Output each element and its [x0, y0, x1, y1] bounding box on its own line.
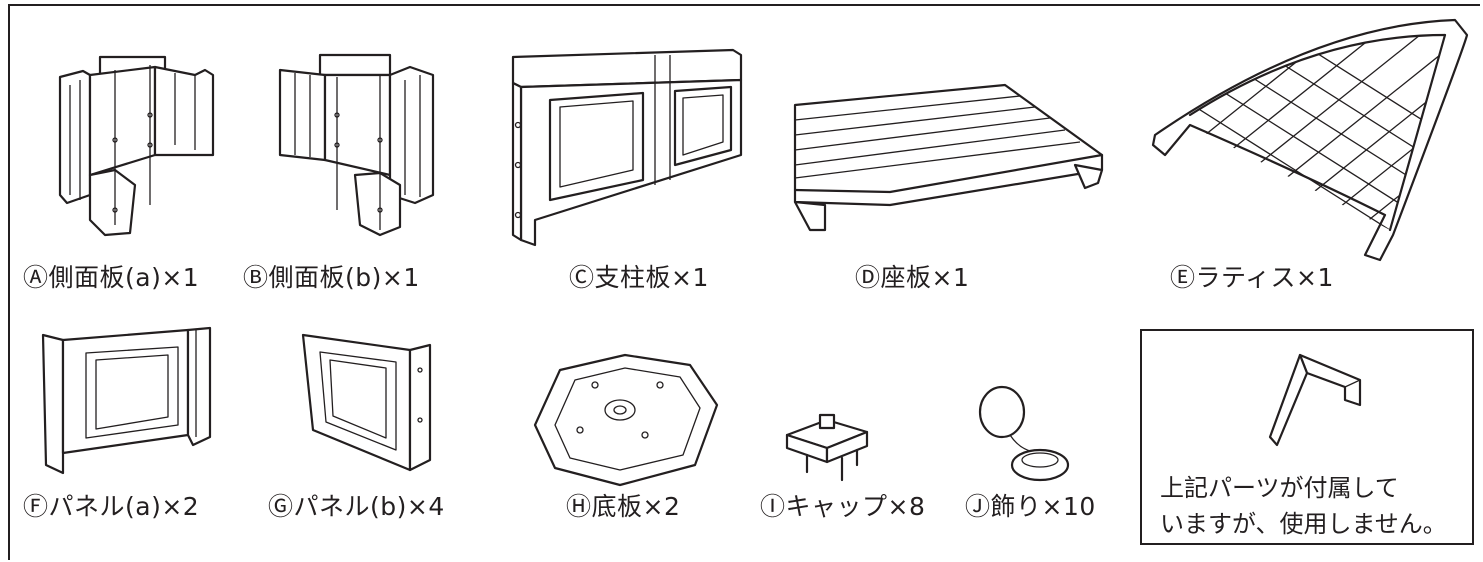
part-i-label: Ⓘキャップ×8	[760, 492, 926, 521]
seat-board-illustration	[790, 80, 1110, 240]
part-d-label: Ⓓ座板×1	[855, 263, 970, 292]
unused-parts-note: 上記パーツが付属して いますが、使用しません。	[1160, 470, 1447, 542]
part-a-label: Ⓐ側面板(a)×1	[23, 263, 200, 292]
post-board-illustration	[505, 45, 745, 250]
part-h-label: Ⓗ底板×2	[566, 492, 681, 521]
part-e-label: Ⓔラティス×1	[1170, 263, 1334, 292]
part-g-label: Ⓖパネル(b)×4	[268, 492, 445, 521]
bottom-plate-illustration	[525, 350, 725, 490]
part-b-label: Ⓑ側面板(b)×1	[243, 263, 420, 292]
lattice-illustration	[1145, 15, 1475, 265]
panel-a-illustration	[38, 325, 218, 475]
cap-illustration	[782, 410, 872, 485]
diagram-frame	[8, 4, 1480, 560]
unused-parts-note-box	[1140, 329, 1474, 545]
side-panel-a-illustration	[55, 45, 220, 245]
side-panel-b-illustration	[275, 45, 440, 245]
part-j-label: Ⓙ飾り×10	[965, 492, 1096, 521]
note-line-2: いますが、使用しません。	[1160, 510, 1447, 538]
part-f-label: Ⓕパネル(a)×2	[23, 492, 200, 521]
unused-bracket-illustration	[1265, 345, 1365, 455]
note-line-1: 上記パーツが付属して	[1160, 474, 1399, 502]
panel-b-illustration	[298, 330, 438, 475]
part-c-label: Ⓒ支柱板×1	[569, 263, 709, 292]
ornament-illustration	[975, 380, 1075, 485]
